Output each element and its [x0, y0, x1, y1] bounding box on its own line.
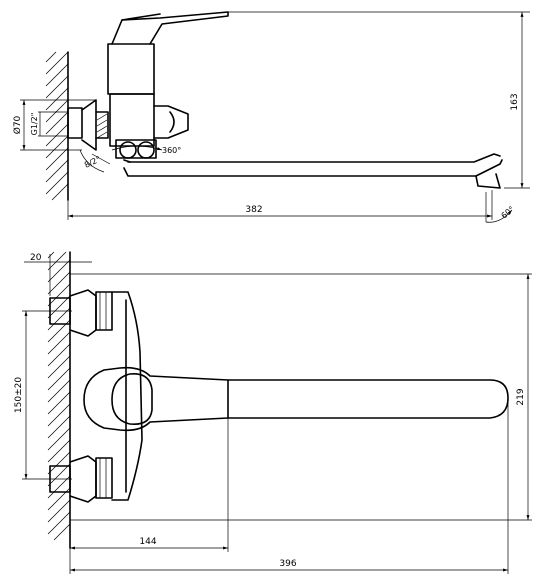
- rotation-indicator: 360°: [111, 145, 181, 155]
- dim-396-label: 396: [279, 559, 296, 569]
- wall-front: [47, 251, 71, 549]
- lever-handle-front: [83, 366, 229, 432]
- spout-front: [227, 379, 509, 419]
- mixer-body-top: [107, 43, 189, 159]
- dim-163-label: 163: [510, 93, 520, 110]
- dim-144: 144: [70, 380, 229, 552]
- dim-20-label: 20: [30, 253, 42, 263]
- dim-adjust-angle: 8/2°: [79, 149, 111, 173]
- dim-144-label: 144: [139, 537, 156, 547]
- dim-diameter-70: Ø70: [12, 99, 96, 151]
- dim-angle-60-label: 60°: [500, 205, 517, 221]
- dim-219-label: 219: [516, 388, 526, 405]
- lever-handle-top: [111, 11, 229, 45]
- dim-diameter-70-label: Ø70: [12, 115, 23, 134]
- spout-top: [123, 153, 503, 189]
- rotation-label: 360°: [162, 146, 181, 155]
- dim-219: 219: [70, 273, 532, 521]
- front-view: 20 150±20 219 144 396: [14, 251, 532, 574]
- upper-connector-front: [49, 289, 113, 337]
- dim-150: 150±20: [14, 310, 72, 480]
- dim-396: 396: [69, 400, 509, 574]
- top-view: 360° 163 382 60°: [12, 11, 530, 223]
- dim-382: 382: [67, 190, 493, 220]
- eccentric-connector-top: [67, 99, 109, 151]
- wall-hatching-front: [47, 251, 71, 541]
- wall-hatching-top: [45, 51, 69, 201]
- dim-adjust-angle-label: 8/2°: [83, 155, 102, 170]
- thread-hatching: [96, 113, 108, 139]
- dim-150-label: 150±20: [14, 377, 24, 413]
- wall-top: [45, 51, 69, 201]
- mixer-body-front: [111, 291, 143, 501]
- dim-thread-label: G1/2": [30, 113, 39, 136]
- dim-163: 163: [228, 11, 530, 189]
- dim-angle-60: 60°: [485, 192, 517, 223]
- dim-382-label: 382: [245, 205, 262, 215]
- dim-thread: G1/2": [30, 111, 68, 137]
- dim-20: 20: [24, 253, 92, 296]
